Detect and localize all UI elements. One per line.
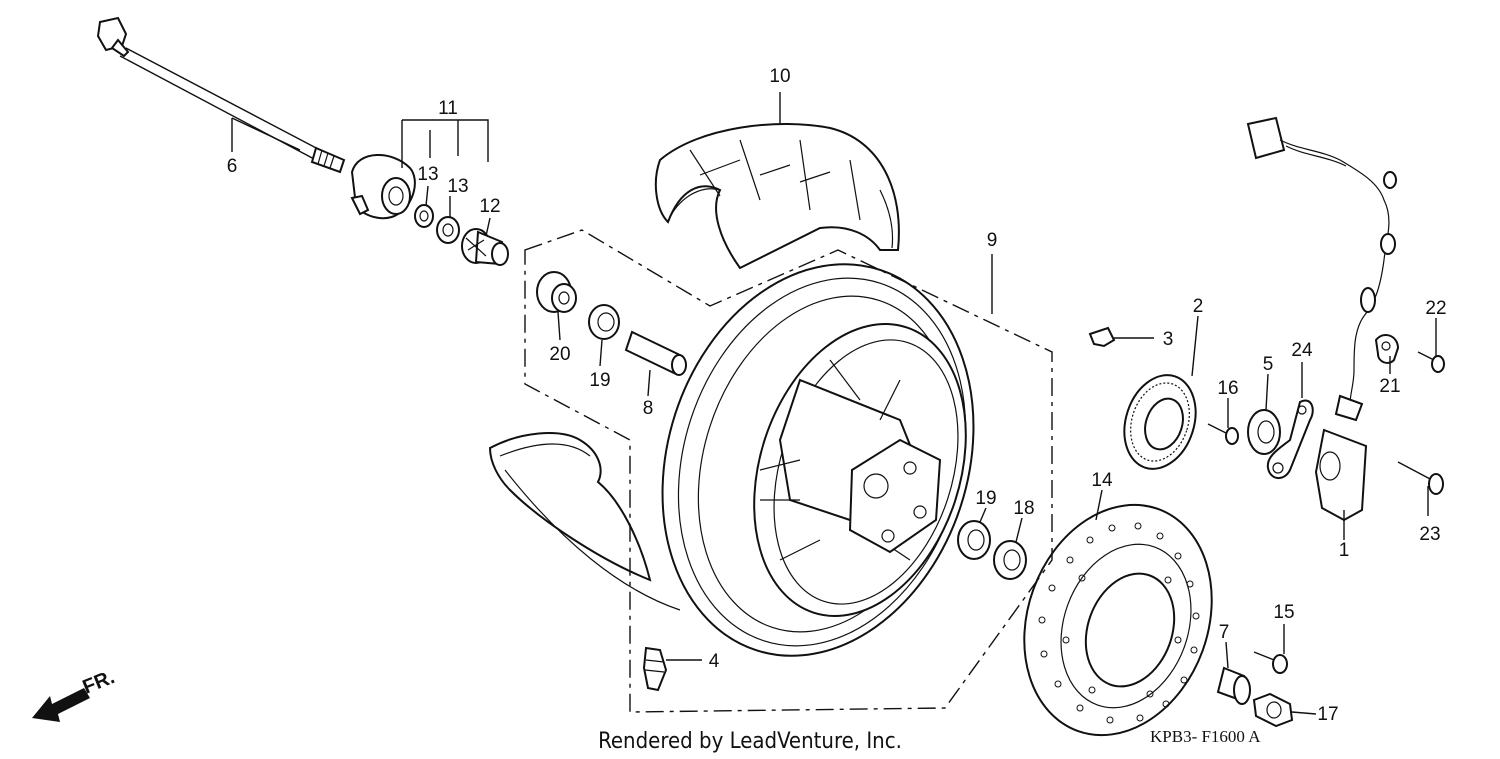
bolt-23[interactable] <box>1397 461 1444 495</box>
speedometer-gearbox[interactable] <box>350 154 416 220</box>
dust-seal-20[interactable] <box>536 271 577 313</box>
callout-7: 7 <box>1219 622 1230 643</box>
front-axle[interactable] <box>96 16 346 174</box>
callout-numbers: 1 2 3 4 5 6 7 8 9 10 11 12 13 13 14 15 1… <box>227 66 1447 725</box>
tire-valve-4[interactable] <box>642 646 668 692</box>
bolt-16[interactable] <box>1207 423 1239 445</box>
bearing-19-left[interactable] <box>588 304 620 340</box>
callout-19b: 19 <box>975 488 996 509</box>
dust-seal-18[interactable] <box>993 540 1027 580</box>
callout-5: 5 <box>1263 354 1274 375</box>
callout-6: 6 <box>227 156 238 177</box>
front-arrow-icon <box>32 688 90 722</box>
front-direction-label: FR. <box>80 666 118 698</box>
leader-lines <box>231 92 1437 715</box>
pulser-ring-2[interactable] <box>1113 366 1207 478</box>
callout-24: 24 <box>1291 340 1313 361</box>
callout-12: 12 <box>479 196 500 217</box>
callout-20: 20 <box>549 344 570 365</box>
clip-3[interactable] <box>1088 326 1116 348</box>
front-direction-indicator: FR. <box>32 666 118 722</box>
washer-13b[interactable] <box>436 216 460 244</box>
wheel-speed-sensor-1[interactable] <box>1246 116 1397 522</box>
callout-4: 4 <box>709 651 720 672</box>
callout-2: 2 <box>1193 296 1204 317</box>
callout-17: 17 <box>1317 704 1338 725</box>
callout-23: 23 <box>1419 524 1440 545</box>
clamp-21[interactable] <box>1374 333 1400 364</box>
callout-10: 10 <box>769 66 790 87</box>
callout-15: 15 <box>1273 602 1294 623</box>
disc-holes <box>1038 522 1200 724</box>
front-wheel[interactable] <box>614 223 1023 696</box>
washer-13a[interactable] <box>414 204 434 228</box>
spacer-5[interactable] <box>1247 409 1281 455</box>
tire-lower-section <box>488 432 681 611</box>
diagram-code: KPB3- F1600 A <box>1150 727 1261 746</box>
bolt-22[interactable] <box>1417 351 1445 373</box>
render-credit: Rendered by LeadVenture, Inc. <box>598 729 902 754</box>
speedometer-gear-12[interactable] <box>461 228 509 266</box>
callout-16: 16 <box>1217 378 1238 399</box>
callout-18: 18 <box>1013 498 1034 519</box>
callout-11: 11 <box>438 98 458 119</box>
callout-3: 3 <box>1163 329 1174 350</box>
callout-19a: 19 <box>589 370 610 391</box>
callout-14: 14 <box>1091 470 1113 491</box>
callout-21: 21 <box>1379 376 1400 397</box>
callout-9: 9 <box>987 230 998 251</box>
distance-collar-8[interactable] <box>624 330 687 376</box>
bearing-19-right[interactable] <box>957 520 991 560</box>
axle-nut-17[interactable] <box>1252 692 1294 728</box>
callout-13b: 13 <box>447 176 468 197</box>
callout-22: 22 <box>1425 298 1446 319</box>
tire[interactable] <box>654 123 900 270</box>
brake-disc-14[interactable] <box>993 478 1243 759</box>
bolt-15[interactable] <box>1253 651 1288 674</box>
axle-spacer-7[interactable] <box>1216 666 1251 705</box>
wheel-assembly-outline <box>524 229 1053 713</box>
callout-13a: 13 <box>417 164 438 185</box>
callout-8: 8 <box>643 398 654 419</box>
setting-plate-24[interactable] <box>1266 399 1314 479</box>
callout-1: 1 <box>1339 540 1350 561</box>
